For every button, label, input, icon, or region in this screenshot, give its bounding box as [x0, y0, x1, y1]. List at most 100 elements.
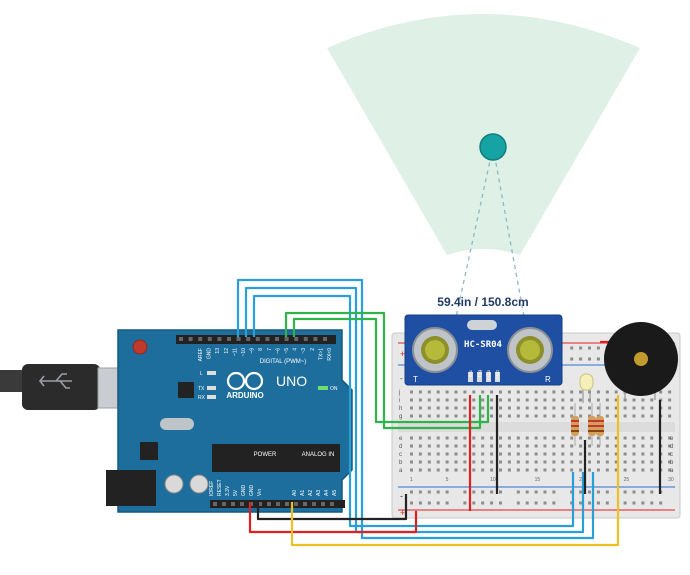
header-pin[interactable] — [236, 337, 241, 341]
breadboard-hole[interactable] — [507, 398, 511, 402]
breadboard-hole[interactable] — [668, 390, 672, 394]
breadboard-hole[interactable] — [427, 436, 431, 440]
breadboard-hole[interactable] — [650, 406, 654, 410]
breadboard-hole[interactable] — [410, 406, 413, 410]
header-pin[interactable] — [312, 502, 316, 506]
breadboard-hole[interactable] — [490, 398, 494, 402]
breadboard-hole[interactable] — [632, 490, 636, 494]
breadboard-hole[interactable] — [623, 501, 627, 505]
breadboard-hole[interactable] — [472, 468, 476, 472]
breadboard-hole[interactable] — [668, 398, 672, 402]
header-pin[interactable] — [330, 502, 334, 506]
breadboard-hole[interactable] — [490, 452, 494, 456]
breadboard-hole[interactable] — [525, 436, 529, 440]
breadboard-hole[interactable] — [445, 468, 449, 472]
breadboard-hole[interactable] — [454, 436, 458, 440]
breadboard-hole[interactable] — [525, 406, 529, 410]
breadboard-hole[interactable] — [614, 390, 618, 394]
power-jack[interactable] — [106, 470, 156, 506]
breadboard-hole[interactable] — [490, 490, 494, 494]
breadboard-hole[interactable] — [481, 414, 485, 418]
led[interactable] — [579, 373, 594, 403]
breadboard-hole[interactable] — [418, 452, 422, 456]
breadboard-hole[interactable] — [410, 398, 413, 402]
breadboard-hole[interactable] — [659, 501, 663, 505]
breadboard-hole[interactable] — [454, 390, 458, 394]
breadboard-hole[interactable] — [472, 460, 476, 464]
breadboard-hole[interactable] — [534, 501, 538, 505]
breadboard-hole[interactable] — [570, 460, 574, 464]
header-pin[interactable] — [275, 337, 279, 341]
breadboard-hole[interactable] — [543, 436, 547, 440]
breadboard-hole[interactable] — [463, 444, 467, 448]
breadboard-hole[interactable] — [552, 468, 556, 472]
breadboard-hole[interactable] — [650, 490, 654, 494]
breadboard-hole[interactable] — [623, 414, 627, 418]
breadboard-hole[interactable] — [632, 460, 636, 464]
breadboard-hole[interactable] — [623, 406, 627, 410]
breadboard-hole[interactable] — [632, 444, 636, 448]
breadboard-hole[interactable] — [516, 398, 520, 402]
breadboard-hole[interactable] — [490, 436, 494, 440]
breadboard-hole[interactable] — [418, 501, 422, 505]
header-pin[interactable] — [188, 337, 193, 341]
reset-button[interactable] — [132, 339, 148, 355]
breadboard-hole[interactable] — [410, 436, 413, 440]
breadboard-hole[interactable] — [623, 460, 627, 464]
breadboard-hole[interactable] — [507, 468, 511, 472]
breadboard-hole[interactable] — [570, 390, 574, 394]
breadboard-hole[interactable] — [614, 436, 618, 440]
breadboard-hole[interactable] — [614, 460, 618, 464]
breadboard-hole[interactable] — [614, 398, 618, 402]
breadboard-hole[interactable] — [552, 398, 556, 402]
breadboard-hole[interactable] — [588, 501, 591, 505]
breadboard-hole[interactable] — [668, 444, 672, 448]
breadboard-hole[interactable] — [605, 436, 609, 440]
breadboard-hole[interactable] — [463, 436, 467, 440]
breadboard-hole[interactable] — [418, 406, 422, 410]
resistor-1[interactable] — [571, 403, 579, 446]
breadboard-hole[interactable] — [427, 406, 431, 410]
breadboard-hole[interactable] — [543, 444, 547, 448]
breadboard-hole[interactable] — [472, 452, 476, 456]
breadboard-hole[interactable] — [596, 468, 600, 472]
breadboard-hole[interactable] — [641, 414, 645, 418]
breadboard-hole[interactable] — [516, 414, 520, 418]
breadboard-hole[interactable] — [623, 444, 627, 448]
breadboard-hole[interactable] — [668, 452, 672, 456]
breadboard-hole[interactable] — [516, 390, 520, 394]
breadboard-hole[interactable] — [570, 501, 574, 505]
breadboard-hole[interactable] — [463, 490, 467, 494]
breadboard-hole[interactable] — [410, 414, 413, 418]
breadboard-hole[interactable] — [490, 468, 494, 472]
breadboard-hole[interactable] — [418, 436, 422, 440]
breadboard-hole[interactable] — [499, 460, 502, 464]
breadboard-hole[interactable] — [605, 490, 609, 494]
sensor-pin[interactable] — [477, 372, 482, 382]
breadboard-hole[interactable] — [543, 452, 547, 456]
breadboard-hole[interactable] — [561, 390, 565, 394]
breadboard-hole[interactable] — [427, 398, 431, 402]
breadboard-hole[interactable] — [650, 501, 654, 505]
breadboard-hole[interactable] — [605, 452, 609, 456]
breadboard-hole[interactable] — [499, 414, 502, 418]
breadboard-hole[interactable] — [588, 357, 591, 361]
breadboard-hole[interactable] — [579, 357, 583, 361]
target-object[interactable] — [479, 133, 507, 161]
breadboard-hole[interactable] — [570, 436, 574, 440]
breadboard-hole[interactable] — [516, 460, 520, 464]
breadboard-hole[interactable] — [596, 406, 600, 410]
breadboard-hole[interactable] — [507, 414, 511, 418]
breadboard-hole[interactable] — [605, 444, 609, 448]
breadboard-hole[interactable] — [410, 490, 413, 494]
breadboard-hole[interactable] — [588, 436, 591, 440]
breadboard-hole[interactable] — [507, 436, 511, 440]
breadboard-hole[interactable] — [481, 444, 485, 448]
breadboard-hole[interactable] — [668, 406, 672, 410]
breadboard-hole[interactable] — [427, 490, 431, 494]
breadboard-hole[interactable] — [605, 398, 609, 402]
breadboard-hole[interactable] — [463, 414, 467, 418]
breadboard-hole[interactable] — [410, 468, 413, 472]
breadboard-hole[interactable] — [641, 501, 645, 505]
breadboard-hole[interactable] — [445, 414, 449, 418]
